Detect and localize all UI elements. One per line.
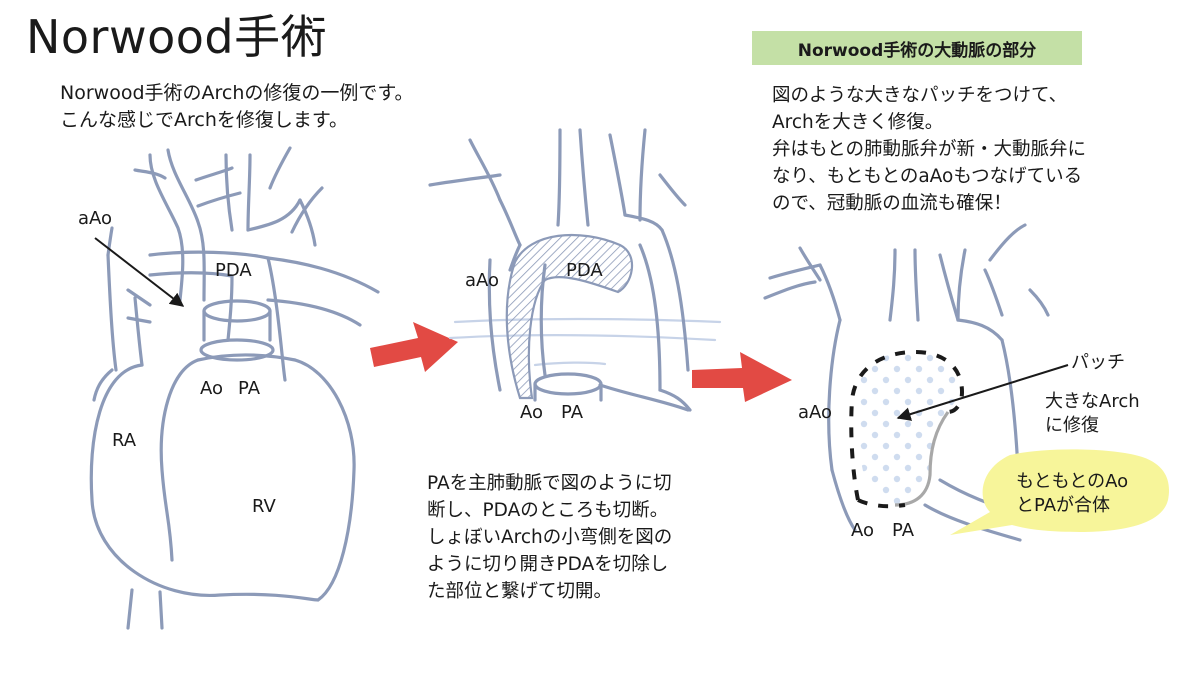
description-line: 弁はもとの肺動脈弁が新・大動脈弁に: [772, 139, 1086, 160]
diagram2-aAo-label: aAo: [465, 270, 500, 291]
description-line: ので、冠動脈の血流も確保！: [772, 193, 1012, 214]
diagram1-RA-label: RA: [112, 430, 137, 451]
description-text: 図のような大きなパッチをつけて、 Archを大きく修復。 弁はもとの肺動脈弁が新…: [772, 82, 1086, 217]
intro-text: Norwood手術のArchの修復の一例です。 こんな感じでArchを修復します…: [60, 80, 413, 134]
large-arch-label: 大きなArch に修復: [1045, 390, 1140, 438]
diagram1-PDA-label: PDA: [215, 260, 252, 281]
merged-vessel-line: [894, 411, 950, 507]
patch-label: パッチ: [1071, 352, 1125, 373]
arch-incision-hatch: [505, 233, 634, 400]
diagram2-Ao-label: Ao: [520, 402, 544, 423]
step-arrow-1-icon: [370, 322, 458, 372]
patch-area: [860, 353, 960, 505]
diagram2-PDA-label: PDA: [566, 260, 603, 281]
procedure-note-line: 断し、PDAのところも切断。: [427, 500, 669, 521]
diagram3-aAo-label: aAo: [798, 402, 833, 423]
large-arch-line: に修復: [1045, 415, 1099, 436]
diagram3-Ao-label: Ao: [851, 520, 875, 541]
diagram3-PA-label: PA: [892, 520, 915, 541]
procedure-note-line: しょぼいArchの小弯側を図の: [427, 527, 673, 548]
procedure-note-line: PAを主肺動脈で図のように切: [427, 473, 672, 494]
diagram1-Ao-label: Ao: [200, 378, 224, 399]
description-line: Archを大きく修復。: [772, 112, 944, 133]
procedure-note-line: た部位と繋げて切開。: [427, 581, 613, 602]
callout-line: もともとのAo: [1016, 471, 1129, 492]
step-arrow-2-icon: [692, 352, 792, 402]
procedure-note: PAを主肺動脈で図のように切 断し、PDAのところも切断。 しょぼいArchの小…: [427, 470, 672, 605]
section-badge: Norwood手術の大動脈の部分: [752, 31, 1082, 65]
intro-line: Norwood手術のArchの修復の一例です。: [60, 82, 414, 104]
procedure-note-line: ように切り開きPDAを切除し: [427, 554, 669, 575]
page-title: Norwood手術: [26, 10, 328, 64]
aAo-pointer-arrow: [94, 237, 185, 307]
section-badge-label: Norwood手術の大動脈の部分: [797, 40, 1037, 61]
diagram1-PA-label: PA: [238, 378, 261, 399]
diagram1-aAo-label: aAo: [78, 208, 113, 229]
diagram1-RV-label: RV: [252, 496, 276, 517]
callout-line: とPAが合体: [1016, 495, 1111, 516]
diagram2-PA-label: PA: [561, 402, 584, 423]
description-line: なり、もともとのaAoもつなげている: [772, 166, 1083, 187]
patch-border-bottom: [857, 498, 906, 509]
description-line: 図のような大きなパッチをつけて、: [772, 85, 1068, 106]
callout-text: もともとのAo とPAが合体: [1016, 470, 1128, 518]
patch-border-dashed: [849, 349, 965, 501]
patch-pointer-arrow: [896, 364, 1069, 421]
callout-bubble: [950, 449, 1170, 535]
diagram1-heart: [89, 146, 380, 630]
intro-line: こんな感じでArchを修復します。: [60, 109, 348, 131]
large-arch-line: 大きなArch: [1045, 391, 1140, 412]
